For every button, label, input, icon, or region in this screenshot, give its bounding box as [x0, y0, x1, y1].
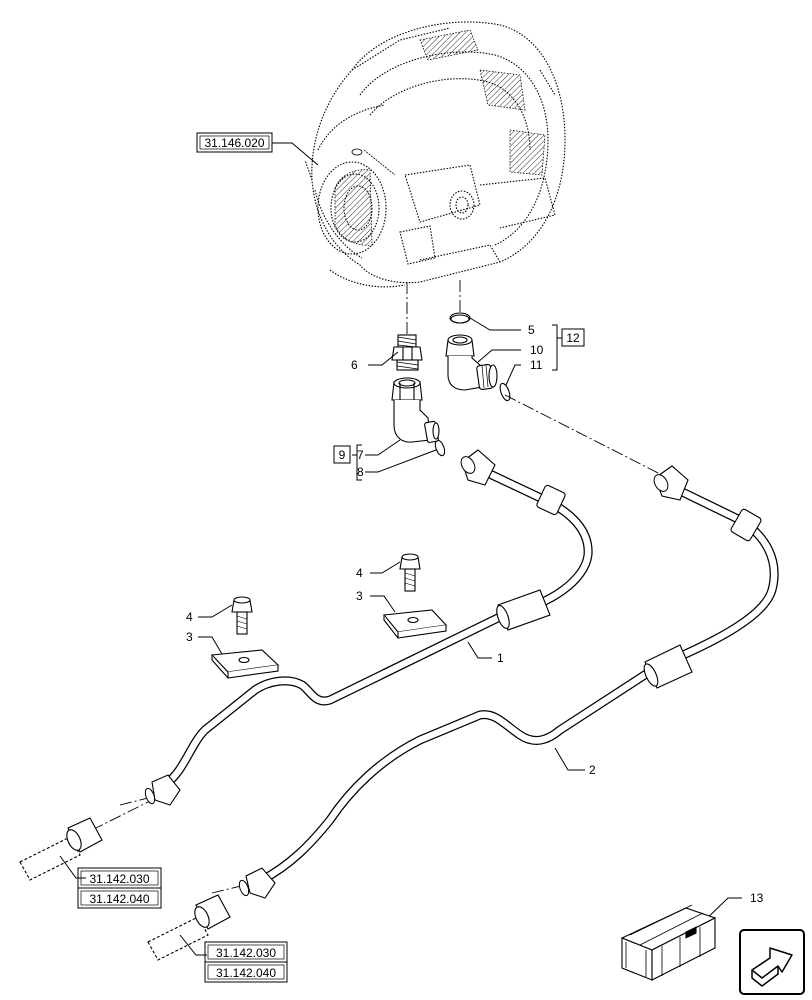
group-box-12: 12	[561, 328, 585, 347]
group-box-9: 9	[333, 445, 351, 464]
callout-6: 6	[351, 358, 358, 372]
mating-pipe-1	[19, 817, 103, 881]
hydraulic-tube-1	[144, 449, 593, 806]
center-lines	[91, 280, 669, 894]
callout-13: 13	[750, 891, 764, 905]
ref-tube1-b: 31.142.040	[89, 892, 149, 906]
fitting-elbow-swivel	[391, 377, 440, 443]
callout-10: 10	[530, 343, 544, 357]
bracket-group-9	[352, 444, 362, 481]
ref-box-transmission: 31.146.020	[196, 132, 273, 153]
callout-1: 1	[497, 651, 504, 665]
fitting-straight-adapter	[391, 334, 423, 371]
next-page-button[interactable]	[739, 929, 805, 995]
callout-11: 11	[530, 358, 543, 372]
callout-3-a: 3	[186, 630, 193, 644]
ref-tube1-a: 31.142.030	[89, 872, 149, 886]
callout-8: 8	[357, 465, 364, 479]
clamp-plate-b	[382, 609, 448, 639]
bracket-group-12	[552, 324, 562, 371]
ref-box-tube2: 31.142.030 31.142.040	[204, 941, 288, 983]
ref-transmission-text: 31.146.020	[204, 136, 264, 150]
callout-5: 5	[528, 323, 535, 337]
housing-ribs	[334, 29, 546, 246]
ref-box-tube1: 31.142.030 31.142.040	[77, 867, 162, 909]
next-page-arrow-icon	[751, 947, 793, 979]
group-9-text: 9	[339, 448, 346, 462]
callout-3-b: 3	[356, 589, 363, 603]
ref-tube2-b: 31.142.040	[216, 966, 276, 980]
hydraulic-tube-2	[238, 465, 779, 899]
callout-4-b: 4	[356, 566, 363, 580]
clamp-plate-a	[210, 649, 280, 679]
ref-tube2-a: 31.142.030	[216, 946, 276, 960]
callout-2: 2	[589, 763, 596, 777]
leader-transmission	[272, 142, 319, 166]
kit-crate-icon	[620, 904, 717, 981]
fitting-elbow-upper	[445, 314, 498, 391]
group-12-text: 12	[566, 331, 580, 345]
callout-4-a: 4	[186, 610, 193, 624]
housing-logo-mark	[351, 148, 396, 176]
mating-pipe-2	[147, 894, 231, 961]
callout-7: 7	[357, 448, 364, 462]
bolt-b	[399, 553, 421, 592]
bolt-a	[231, 596, 253, 635]
